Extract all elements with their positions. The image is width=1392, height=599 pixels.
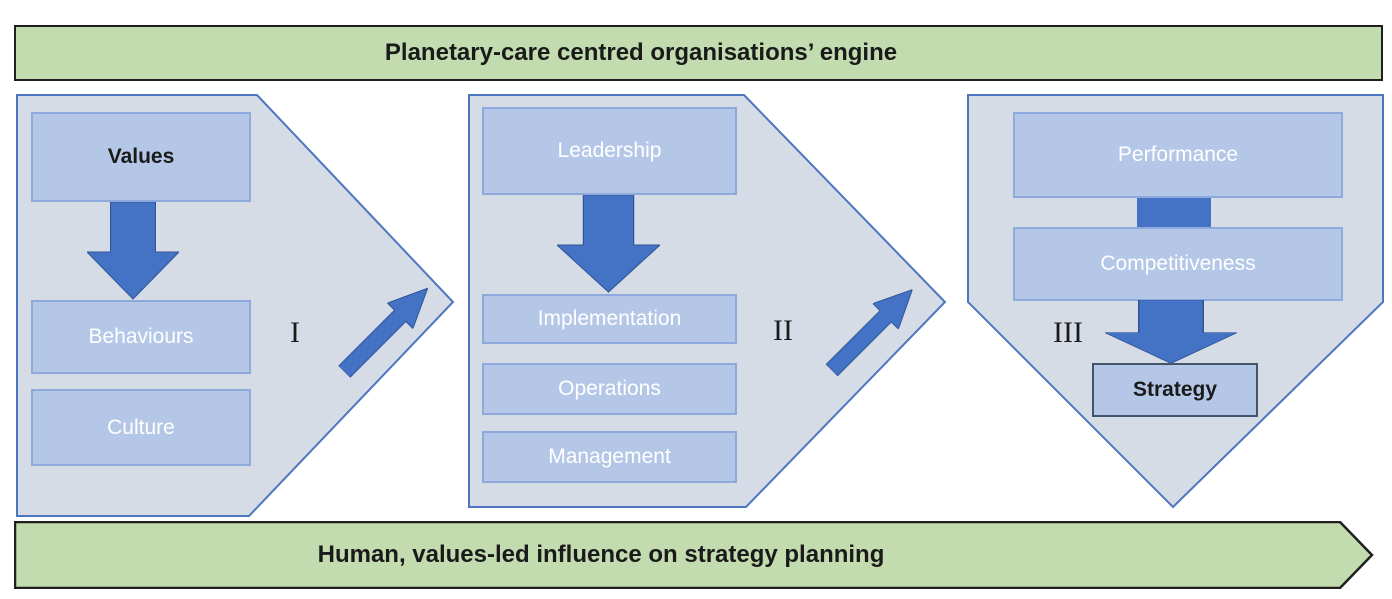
behaviours-box: Behaviours: [31, 300, 251, 374]
stage-1-down-arrow-icon: [87, 202, 179, 300]
stage-1-diagonal-up-arrow-icon: [337, 287, 429, 379]
stage-3-numeral: III: [1053, 316, 1083, 349]
culture-box: Culture: [31, 389, 251, 466]
leadership-label: Leadership: [557, 139, 662, 162]
bottom-banner-arrow-shape: [14, 521, 1374, 589]
stage-2-diagonal-up-arrow-icon: [825, 288, 914, 377]
implementation-box: Implementation: [482, 294, 737, 344]
stage-3-down-arrow-icon: [1105, 300, 1237, 364]
competitiveness-box: Competitiveness: [1013, 227, 1343, 301]
behaviours-label: Behaviours: [88, 325, 194, 348]
stage-3-connector-icon: [1137, 198, 1211, 229]
stage-2-numeral: II: [773, 314, 793, 347]
operations-label: Operations: [558, 377, 661, 400]
values-label: Values: [107, 145, 175, 168]
stage-2-down-arrow-icon: [557, 195, 660, 293]
implementation-label: Implementation: [537, 307, 682, 330]
performance-box: Performance: [1013, 112, 1343, 198]
management-box: Management: [482, 431, 737, 483]
performance-label: Performance: [1117, 143, 1239, 166]
operations-box: Operations: [482, 363, 737, 415]
top-banner: Planetary-care centred organisations’ en…: [14, 25, 1383, 81]
management-label: Management: [548, 445, 671, 468]
leadership-box: Leadership: [482, 107, 737, 195]
strategy-label: Strategy: [1132, 378, 1218, 401]
stage-1-numeral: I: [290, 316, 300, 349]
top-banner-label: Planetary-care centred organisations’ en…: [384, 39, 898, 66]
culture-label: Culture: [107, 415, 175, 439]
values-box: Values: [31, 112, 251, 202]
strategy-box: Strategy: [1092, 363, 1258, 417]
competitiveness-label: Competitiveness: [1100, 252, 1256, 275]
